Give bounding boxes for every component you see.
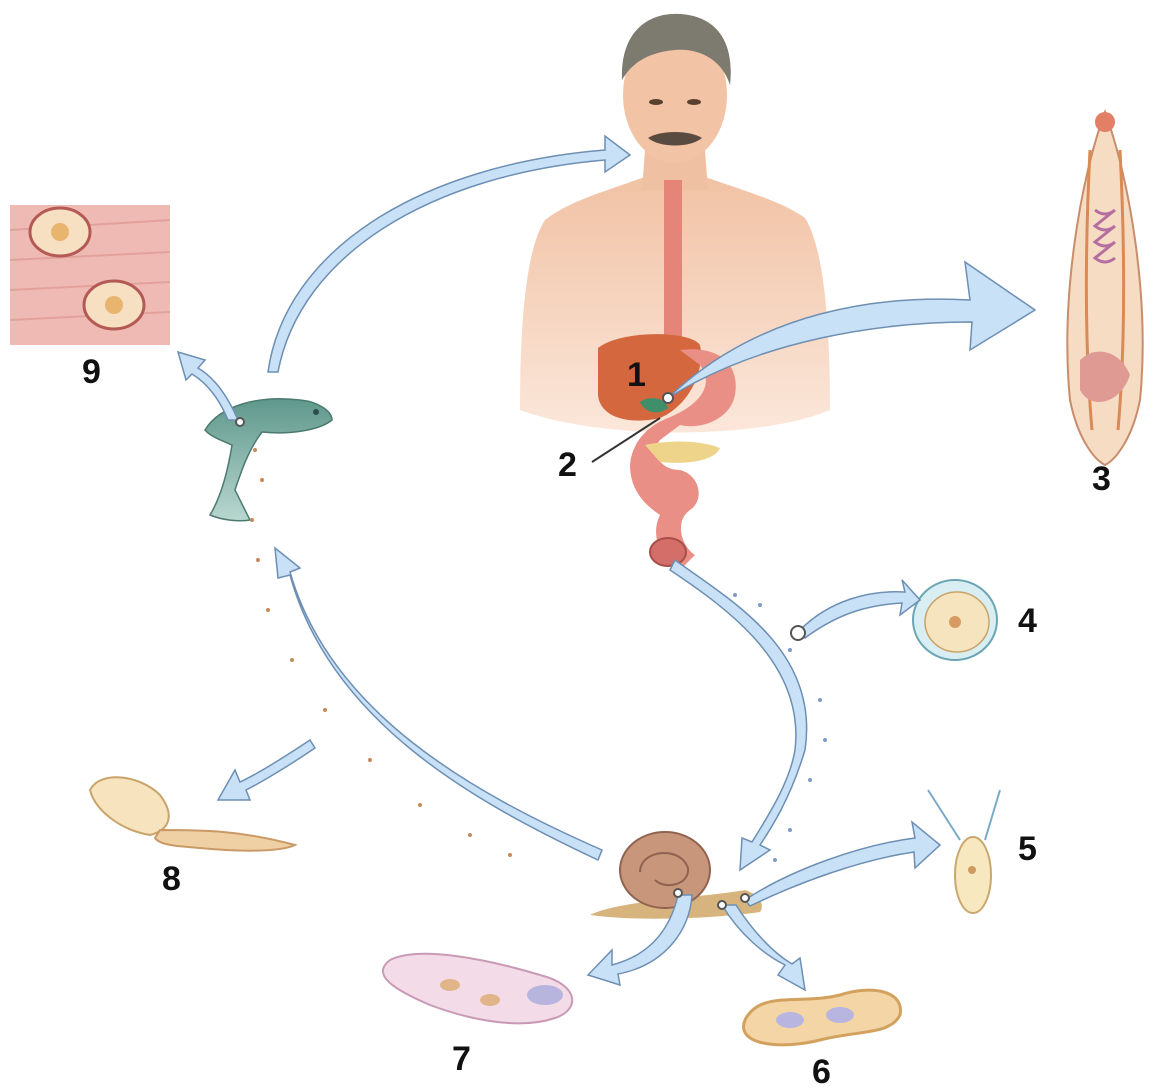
egg-dot-trail [733,593,827,862]
metacercariae-tissue [10,205,170,345]
arrow-to-egg [800,580,920,638]
miracidium-stage [928,790,1000,913]
label-3: 3 [1092,462,1111,496]
label-5: 5 [1018,832,1037,866]
sporocyst-stage [383,954,572,1024]
arrow-to-miracidium [745,822,940,906]
egg-stage [913,580,997,660]
label-4: 4 [1018,604,1037,638]
arrow-intestine-to-snail [670,560,807,870]
label-9: 9 [82,355,101,389]
redia-stage [744,990,901,1045]
pointer-circles [236,393,805,909]
cercaria-dot-trail [250,448,512,857]
arrow-snail-to-fish [275,548,602,860]
arrow-to-cercaria [218,740,315,800]
label-8: 8 [162,862,181,896]
adult-fluke [1067,112,1142,465]
label-6: 6 [812,1055,831,1089]
arrow-to-redia [722,905,805,990]
label-7: 7 [452,1042,471,1076]
label-2: 2 [558,448,577,482]
cercaria-stage [90,777,295,850]
label-1: 1 [627,358,646,392]
fish-host [205,399,332,521]
human-host [520,14,830,570]
arrow-to-tissue [178,352,238,420]
